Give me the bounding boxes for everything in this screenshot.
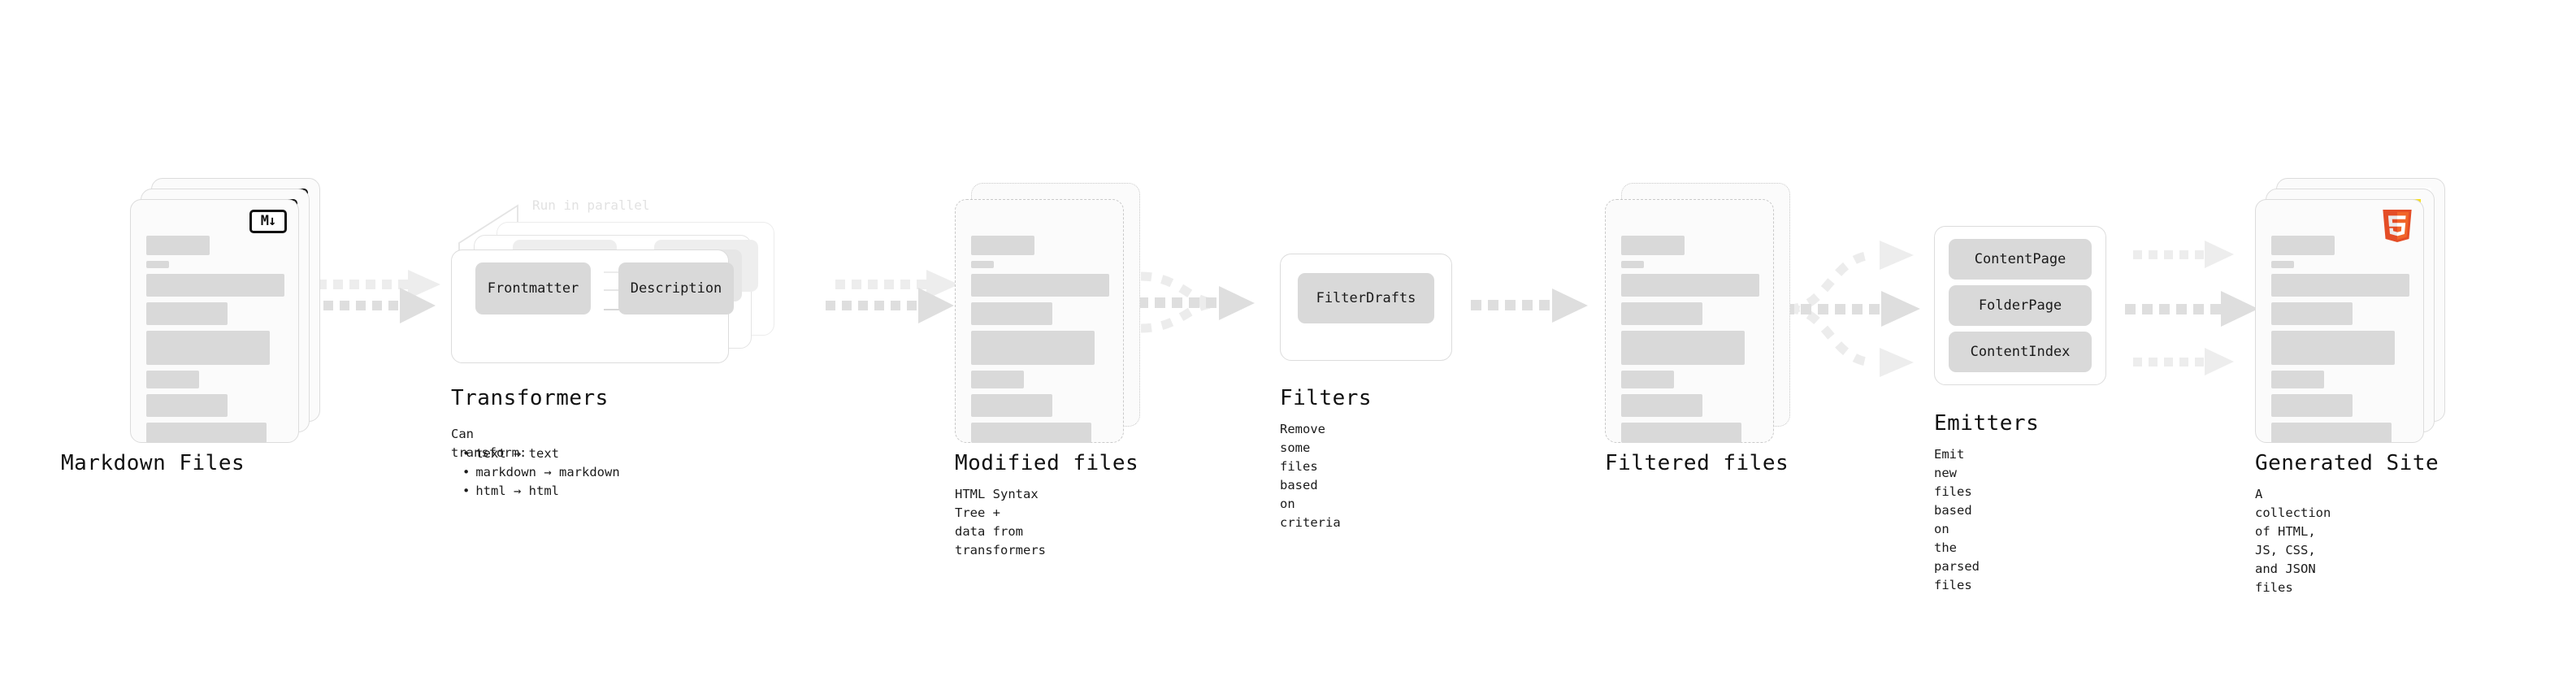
markdown-badge-icon: M↓	[249, 210, 287, 233]
markdown-card-skeleton	[146, 236, 284, 449]
label-generated-site: Generated Site	[2255, 451, 2439, 475]
label-transformers: Transformers	[451, 386, 609, 410]
transformers-bullet-list: text → text markdown → markdown html → h…	[462, 445, 620, 501]
arrow-markdown-to-transformers	[307, 270, 440, 323]
transformer-chip-description[interactable]: Description	[618, 262, 734, 314]
transformers-bullet-0: text → text	[462, 445, 620, 463]
label-run-in-parallel: Run in parallel	[532, 197, 650, 213]
transformers-bullet-2: html → html	[462, 482, 620, 501]
transformer-chip-frontmatter[interactable]: Frontmatter	[475, 262, 591, 314]
filtered-card-skeleton	[1621, 236, 1759, 449]
generated-card-skeleton	[2271, 236, 2409, 449]
arrow-filtered-to-emitters	[1784, 241, 1920, 377]
arrow-filters-to-filtered	[1471, 288, 1588, 323]
label-modified-files: Modified files	[955, 451, 1139, 475]
modified-card-skeleton	[971, 236, 1109, 449]
emitter-chip-folderpage[interactable]: FolderPage	[1949, 285, 2092, 326]
label-markdown-files: Markdown Files	[61, 451, 245, 475]
generated-site-subtitle: A collection of HTML, JS, CSS, and JSON …	[2255, 487, 2331, 595]
emitter-chip-contentpage[interactable]: ContentPage	[1949, 239, 2092, 280]
html5-badge-icon	[2381, 207, 2413, 245]
markdown-card-front[interactable]: M↓	[130, 199, 299, 443]
transformers-bullet-1: markdown → markdown	[462, 463, 619, 482]
label-filters: Filters	[1280, 386, 1373, 410]
label-emitters: Emitters	[1934, 411, 2040, 436]
label-filtered-files: Filtered files	[1605, 451, 1789, 475]
modified-card-front[interactable]	[955, 199, 1124, 443]
arrow-transformers-to-modified	[826, 270, 959, 323]
filtered-card-front[interactable]	[1605, 199, 1774, 443]
arrow-modified-to-filters	[1138, 271, 1255, 333]
filters-subtitle: Remove some files based on criteria	[1280, 422, 1341, 530]
arrow-emitters-to-generated	[2125, 241, 2258, 375]
emitters-subtitle: Emit new files based on the parsed files	[1934, 447, 1980, 592]
modified-files-subtitle: HTML Syntax Tree + data from transformer…	[955, 487, 1046, 557]
emitter-chip-contentindex[interactable]: ContentIndex	[1949, 332, 2092, 372]
generated-card-html[interactable]	[2255, 199, 2424, 443]
filter-chip-filterdrafts[interactable]: FilterDrafts	[1298, 273, 1434, 323]
